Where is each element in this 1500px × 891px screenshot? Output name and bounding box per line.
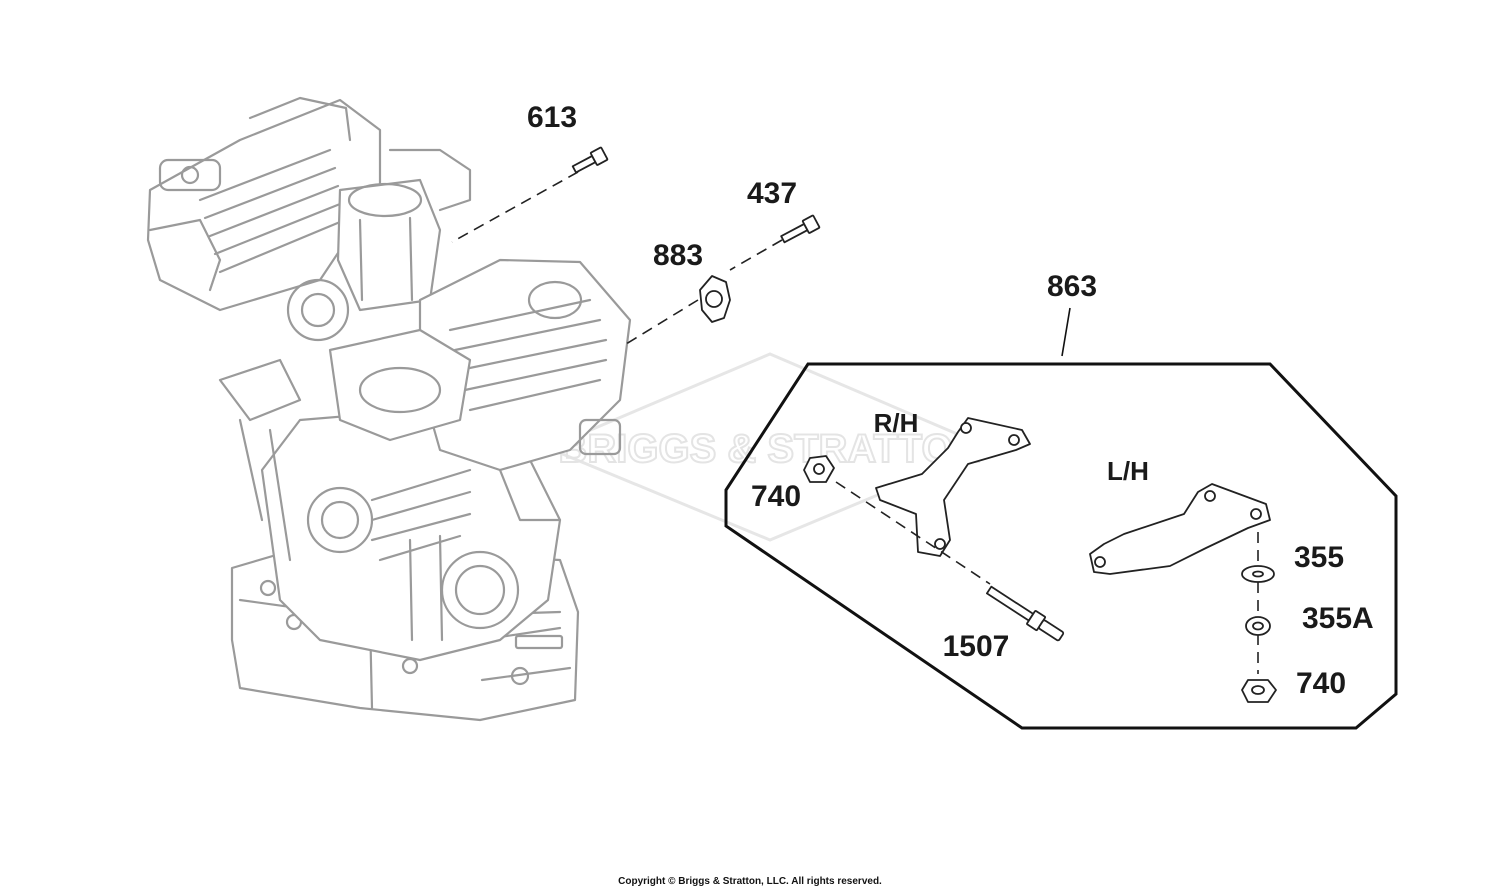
kit-863-leader — [1061, 307, 1071, 357]
leader-437 — [729, 239, 783, 271]
callout-613: 613 — [527, 101, 577, 134]
callout-740-left: 740 — [751, 480, 801, 513]
leader-613 — [451, 171, 579, 243]
callout-355: 355 — [1294, 541, 1344, 574]
leader-740-left — [835, 481, 991, 585]
callout-883: 883 — [653, 239, 703, 272]
callout-863: 863 — [1047, 270, 1097, 303]
lockwasher-355a — [1245, 616, 1271, 636]
watermark-text: BRIGGS & STRATTON — [559, 427, 982, 471]
label-lh: L/H — [1107, 456, 1149, 486]
bolt-437 — [780, 214, 821, 244]
bracket-lh — [1089, 483, 1271, 575]
label-rh: R/H — [874, 408, 919, 438]
callout-740-right: 740 — [1296, 667, 1346, 700]
callout-355a: 355A — [1302, 602, 1374, 635]
washer-355 — [1241, 565, 1275, 583]
bracket-rh — [875, 417, 1031, 557]
engine-block-drawing — [146, 96, 632, 722]
leader-883 — [625, 299, 699, 345]
bolt-613 — [571, 146, 609, 174]
callout-1507: 1507 — [943, 630, 1010, 663]
gasket-883 — [699, 275, 731, 323]
kit-863-outline — [724, 362, 1398, 730]
nut-740-left — [803, 455, 835, 483]
callout-437: 437 — [747, 177, 797, 210]
watermark-logo: BRIGGS & STRATTON — [544, 352, 994, 542]
copyright-footer: Copyright © Briggs & Stratton, LLC. All … — [618, 876, 882, 887]
nut-740-right — [1241, 679, 1277, 703]
stud-1507 — [986, 585, 1065, 642]
